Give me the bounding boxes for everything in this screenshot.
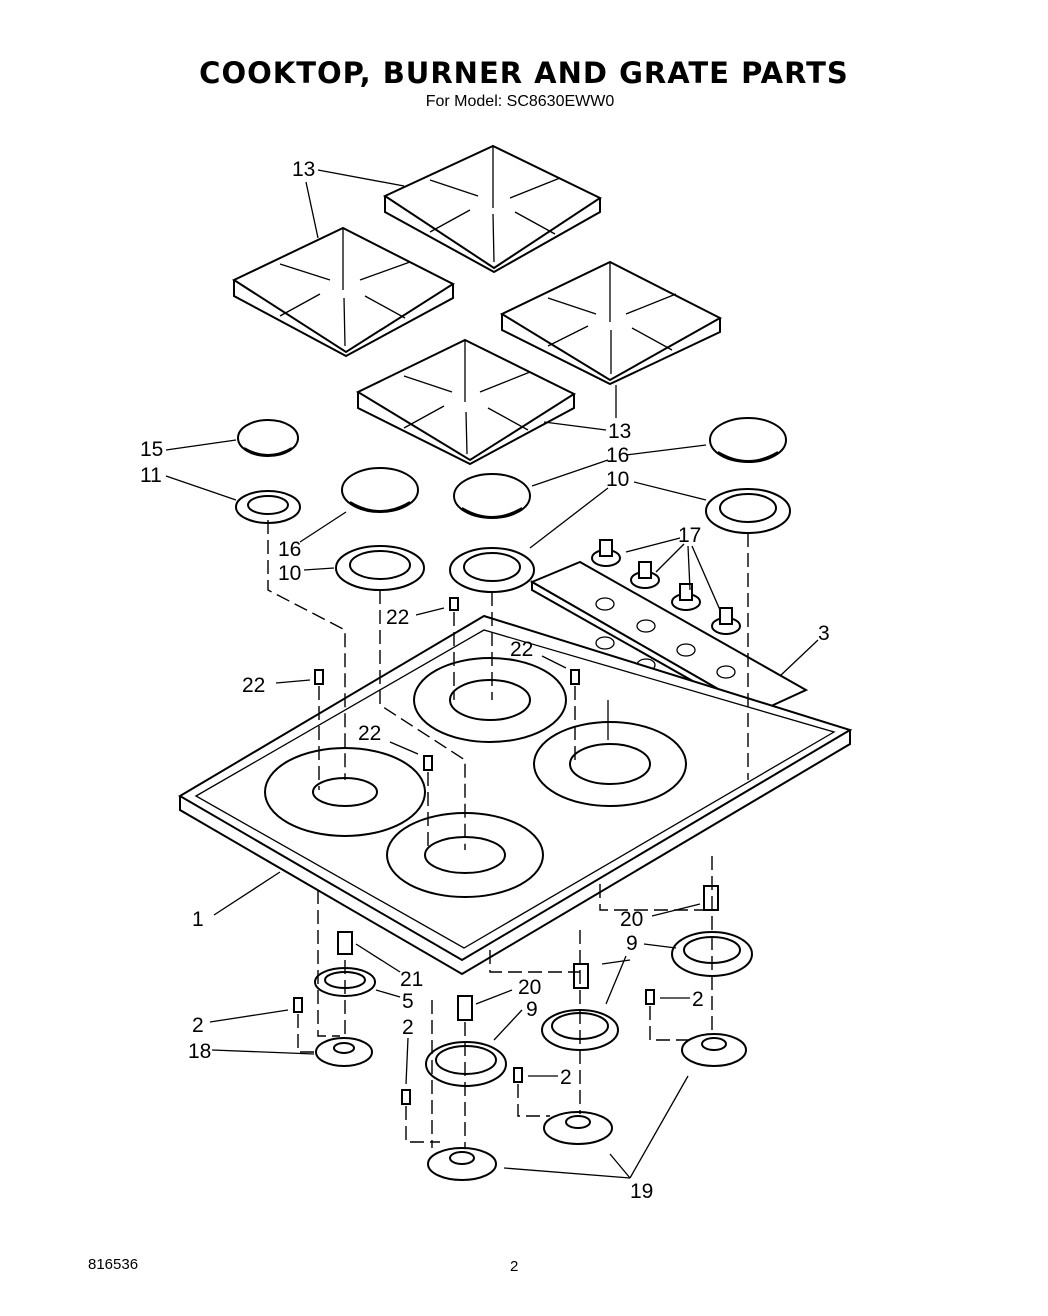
- callout-cap-small: 15: [140, 438, 163, 461]
- orifices: [337, 885, 719, 1021]
- callout-screw-center: 2: [560, 1066, 572, 1089]
- grate-left: [231, 226, 456, 358]
- callout-screw-mid: 2: [402, 1016, 414, 1039]
- callout-labels: 13 13 15 11 16 16 10 10 17 3 22 22 22 22…: [140, 158, 830, 1203]
- leader-lines: [165, 169, 819, 1179]
- control-knobs: [591, 539, 741, 635]
- assembly-lines: [267, 520, 749, 1148]
- callout-grate-right: 13: [608, 420, 631, 443]
- model-subtitle: For Model: SC8630EWW0: [425, 93, 615, 110]
- grate-right: [499, 260, 723, 386]
- callout-cooktop: 1: [192, 908, 204, 931]
- callout-ring-plate-small: 5: [402, 990, 414, 1013]
- page-title: COOKTOP, BURNER AND GRATE PARTS: [199, 56, 849, 90]
- callout-caps-right: 16: [606, 444, 629, 467]
- callout-screw-d: 22: [358, 722, 381, 745]
- callout-ring-left: 10: [278, 562, 301, 585]
- mounting-rings: [314, 931, 753, 1087]
- callout-grate-top: 13: [292, 158, 315, 181]
- callout-bases: 19: [630, 1180, 653, 1203]
- bottom-screws: [293, 989, 655, 1105]
- callout-screw-a: 22: [386, 606, 409, 629]
- burner-caps: [237, 417, 787, 519]
- top-screws: [314, 597, 580, 771]
- callout-base-small: 18: [188, 1040, 211, 1063]
- callout-orifice-right: 20: [620, 908, 643, 931]
- page-number: 2: [510, 1258, 519, 1275]
- callout-ring-plate-b: 9: [526, 998, 538, 1021]
- callout-orifice-small: 21: [400, 968, 423, 991]
- callout-cap-left: 16: [278, 538, 301, 561]
- cooktop-body: [178, 614, 853, 976]
- callout-screw-right: 2: [692, 988, 704, 1011]
- callout-orifice-left: 20: [518, 976, 541, 999]
- burner-rings: [235, 488, 791, 593]
- grate-top: [382, 144, 603, 274]
- callout-screw-left: 2: [192, 1014, 204, 1037]
- callout-ring-plate-a: 9: [626, 932, 638, 955]
- document-number: 816536: [88, 1256, 139, 1273]
- callout-screw-b: 22: [510, 638, 533, 661]
- callout-panel: 3: [818, 622, 830, 645]
- callout-rings-right: 10: [606, 468, 629, 491]
- burner-bases: [315, 1033, 747, 1181]
- callout-knobs: 17: [678, 524, 701, 547]
- grate-front: [355, 338, 577, 466]
- callout-ring-small: 11: [140, 464, 162, 487]
- callout-screw-c: 22: [242, 674, 265, 697]
